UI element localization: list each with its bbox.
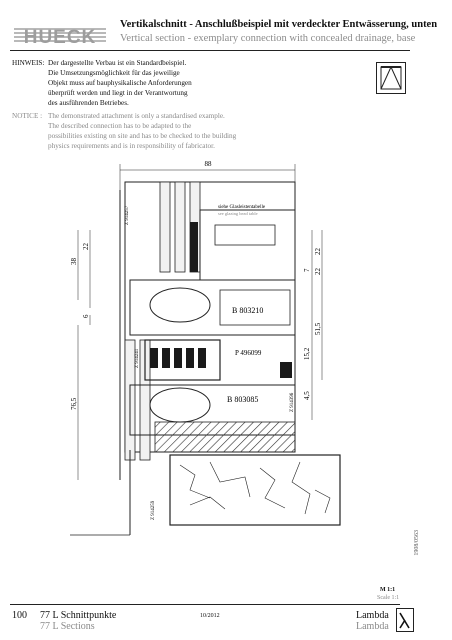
page-title-english: Vertical section - exemplary connection … xyxy=(120,33,416,44)
dimension-label: 6 xyxy=(82,314,90,318)
dimension-label: 4,5 xyxy=(303,391,311,400)
notice-de-label: HINWEIS: xyxy=(12,59,45,67)
part-code-label: Z 914396 xyxy=(290,392,295,412)
notice-de-line: des ausführenden Betriebes. xyxy=(48,99,129,107)
header-divider xyxy=(10,50,410,51)
dimension-label: 88 xyxy=(205,160,213,168)
series-label-english: 77 L Sections xyxy=(40,621,95,632)
page-number: 100 xyxy=(12,610,27,621)
profile-label: P 496099 xyxy=(235,349,262,357)
part-code-label: Z 914259 xyxy=(151,500,156,520)
dimension-label: 15,2 xyxy=(303,347,311,360)
part-code-label: Z 914257 xyxy=(125,205,130,225)
system-name: Lambda xyxy=(356,610,389,621)
dimension-label: 22 xyxy=(314,268,322,276)
notice-en-line: The demonstrated attachment is only a st… xyxy=(48,112,225,120)
glazing-note-en: see glazing bead table xyxy=(218,211,258,216)
hueck-logo: HUECK xyxy=(14,26,106,46)
dimension-label: 76,5 xyxy=(70,397,78,410)
dimension-label: 7 xyxy=(303,268,311,272)
profile-label: B 803210 xyxy=(232,306,263,315)
series-label: 77 L Schnittpunkte xyxy=(40,610,117,621)
drawing-reference-code: 1908/0563 xyxy=(414,530,420,556)
svg-text:HUECK: HUECK xyxy=(24,27,97,46)
profile-label: B 803085 xyxy=(227,395,258,404)
notice-de-line: Der dargestellte Verbau ist ein Standard… xyxy=(48,59,187,67)
notice-de-line: Objekt muss auf bauphysikalische Anforde… xyxy=(48,79,192,87)
section-position-icon xyxy=(376,62,406,94)
lambda-icon xyxy=(396,608,414,632)
scale-label: M 1:1 xyxy=(380,587,396,593)
page-title: Vertikalschnitt - Anschlußbeispiel mit v… xyxy=(120,19,438,30)
notice-en-line: physics requirements and is in responsib… xyxy=(48,142,215,150)
notice-de-text: Der dargestellte Verbau ist ein Standard… xyxy=(48,58,192,108)
notice-en-label: NOTICE : xyxy=(12,112,43,120)
dimension-label: 22 xyxy=(82,243,90,251)
dimension-label: 22 xyxy=(314,248,322,256)
notice-en-line: possibilities existing on site and has t… xyxy=(48,132,237,140)
part-code-label: Z 914241 xyxy=(135,348,140,368)
glazing-note-de: siehe Glasleistentabelle xyxy=(218,205,266,210)
system-name-english: Lambda xyxy=(356,621,389,632)
section-drawing: 88 xyxy=(70,160,341,536)
notice-de-line: Die Umsetzungsmöglichkeit für das jeweil… xyxy=(48,69,180,77)
notice-en-text: The demonstrated attachment is only a st… xyxy=(48,111,236,151)
dimension-label: 51,5 xyxy=(314,322,322,335)
issue-date: 10/2012 xyxy=(200,613,220,619)
footer-divider xyxy=(10,604,400,605)
notice-en-line: The described connection has to be adapt… xyxy=(48,122,192,130)
notice-de-line: überprüft werden und liegt in der Verant… xyxy=(48,89,188,97)
dimension-label: 38 xyxy=(70,258,78,266)
scale-label-english: Scale 1:1 xyxy=(377,595,400,601)
